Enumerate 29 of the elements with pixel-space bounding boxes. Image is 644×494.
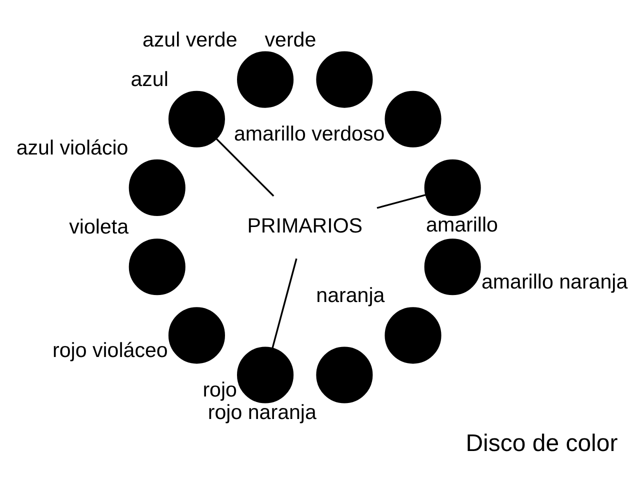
node-label: rojo naranja <box>208 400 316 424</box>
node-label: rojo <box>202 378 237 402</box>
connector <box>376 194 426 209</box>
node-label: rojo violáceo <box>52 339 168 362</box>
node-circle <box>424 159 481 216</box>
node-label: verde <box>264 28 316 52</box>
connector <box>272 258 298 348</box>
node-label: azul <box>130 68 168 91</box>
node-circle <box>424 238 481 296</box>
node-label: violeta <box>69 216 129 239</box>
node-label: azul verde <box>142 28 238 52</box>
node-circle <box>168 90 225 148</box>
node-circle <box>384 307 442 364</box>
caption: Disco de color <box>466 430 618 457</box>
node-circle <box>316 51 373 108</box>
node-label: naranja <box>316 284 385 308</box>
node-label: azul violácio <box>16 136 128 160</box>
node-circle <box>237 51 294 108</box>
node-circle <box>128 238 186 296</box>
node-circle <box>128 159 186 216</box>
connector <box>216 138 274 197</box>
node-circle <box>168 307 225 364</box>
node-label: amarillo <box>426 214 498 237</box>
node-circle <box>237 346 294 404</box>
node-label: amarillo verdoso <box>234 122 385 146</box>
node-text: PRIMARIOS <box>247 214 363 238</box>
node-label: amarillo naranja <box>481 270 628 294</box>
node-circle <box>316 346 373 404</box>
node-circle <box>384 90 442 148</box>
